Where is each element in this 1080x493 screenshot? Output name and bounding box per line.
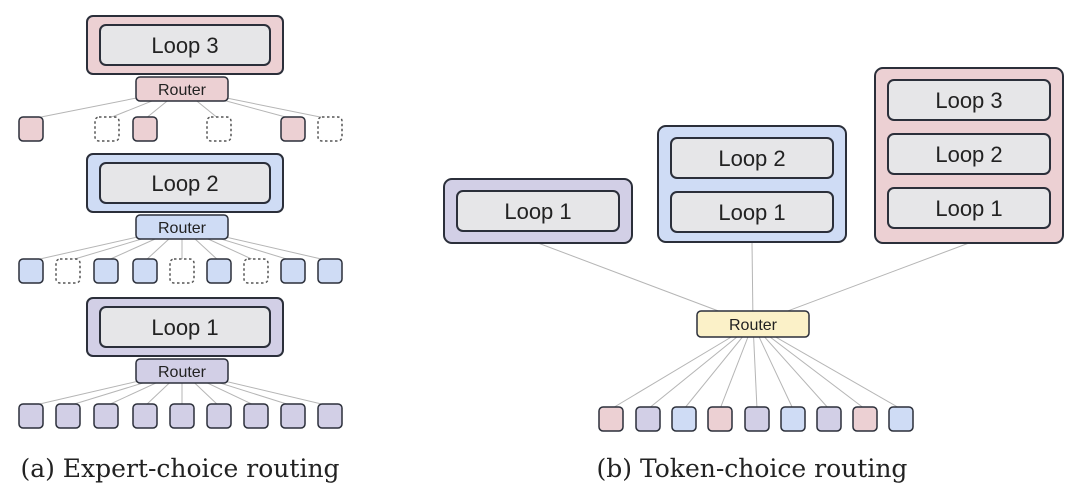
panel-b.token [635,406,661,432]
panel-b.token [598,406,624,432]
panel-a.stage-3-token [169,403,195,429]
panel-a.stage-2-token [317,258,343,284]
panel-b.group-2-loop-box [670,191,834,233]
panel-a.stage-1-loop-box [99,24,271,66]
panel-a.stage-3-token [280,403,306,429]
panel-a.stage-1-token-empty [94,116,120,142]
panel-b.token-line [683,323,754,410]
panel-b.group-3-loop-label: Loop 3 [935,88,1002,113]
panel-b.group-3-loop-label: Loop 1 [935,196,1002,221]
panel-b.token-line [719,323,754,410]
panel-a.stage-3-router-box [135,358,229,384]
panel-b.token [744,406,770,432]
panel-a.stage-2-token [280,258,306,284]
panel-a.stage-3-token [93,403,119,429]
panel-a.stage-1-token-empty [317,116,343,142]
panel-b.group-3-loop-box [887,187,1051,229]
panel-a.stage-1-router-label: Router [158,82,207,99]
panel-b.router-box [696,310,810,338]
panel-a.stage-1-loop-label: Loop 3 [151,33,218,58]
panel-b.token [888,406,914,432]
panel-a.stage-3-router-label: Router [158,364,207,381]
panel-a.stage-3-loop-box [99,306,271,348]
panel-a.stage-3-token [55,403,81,429]
panel-b.group-2-loop-label: Loop 1 [718,200,785,225]
panel-a.stage-3-token [206,403,232,429]
panel-b.token-line [610,323,754,410]
panel-b.token-line [752,323,758,410]
panel-a.stage-2-token [18,258,44,284]
caption-token-choice: (b) Token-choice routing [597,454,908,483]
panel-b.router-label: Router [729,317,778,334]
panel-b.token [816,406,842,432]
panel-a.stage-2-token-empty [243,258,269,284]
panel-b.token [852,406,878,432]
panel-b.group-3-loop-label: Loop 2 [935,142,1002,167]
panel-b.token [780,406,806,432]
panel-b.group-3-loop-box [887,79,1051,121]
panel-a.stage-3-token [132,403,158,429]
panel-a.stage-1-router-box [135,76,229,102]
panel-b.token [707,406,733,432]
panel-a.stage-1-token [132,116,158,142]
panel-a.stage-3-token [317,403,343,429]
panel-a.stage-2-token [132,258,158,284]
panel-a.stage-1-token [18,116,44,142]
panel-a.stage-3-loop-label: Loop 1 [151,315,218,340]
panel-a.stage-2-token-empty [169,258,195,284]
panel-b.group-1-loop-label: Loop 1 [504,199,571,224]
panel-b.group-2-loop-box [670,137,834,179]
panel-a.stage-2-token [93,258,119,284]
panel-b.token-line [752,323,866,410]
panel-b.group-3-loop-box [887,133,1051,175]
panel-b.token-line [752,323,830,410]
panel-a.stage-2-token-empty [55,258,81,284]
panel-a.stage-2-router-label: Router [158,220,207,237]
panel-a.stage-3-token [18,403,44,429]
panel-a.stage-2-loop-box [99,162,271,204]
panel-a.stage-1-token [280,116,306,142]
panel-b.token-line [752,323,794,410]
panel-b.token [671,406,697,432]
panel-b.group-2-loop-label: Loop 2 [718,146,785,171]
panel-b.token-line [647,323,754,410]
panel-a.stage-2-loop-label: Loop 2 [151,171,218,196]
panel-a.stage-3-token [243,403,269,429]
caption-expert-choice: (a) Expert-choice routing [20,454,339,483]
panel-b.token-line [752,323,902,410]
panel-b.group-1-loop-box [456,190,620,232]
panel-a.stage-1-token-empty [206,116,232,142]
panel-a.stage-2-token [206,258,232,284]
panel-a.stage-2-router-box [135,214,229,240]
